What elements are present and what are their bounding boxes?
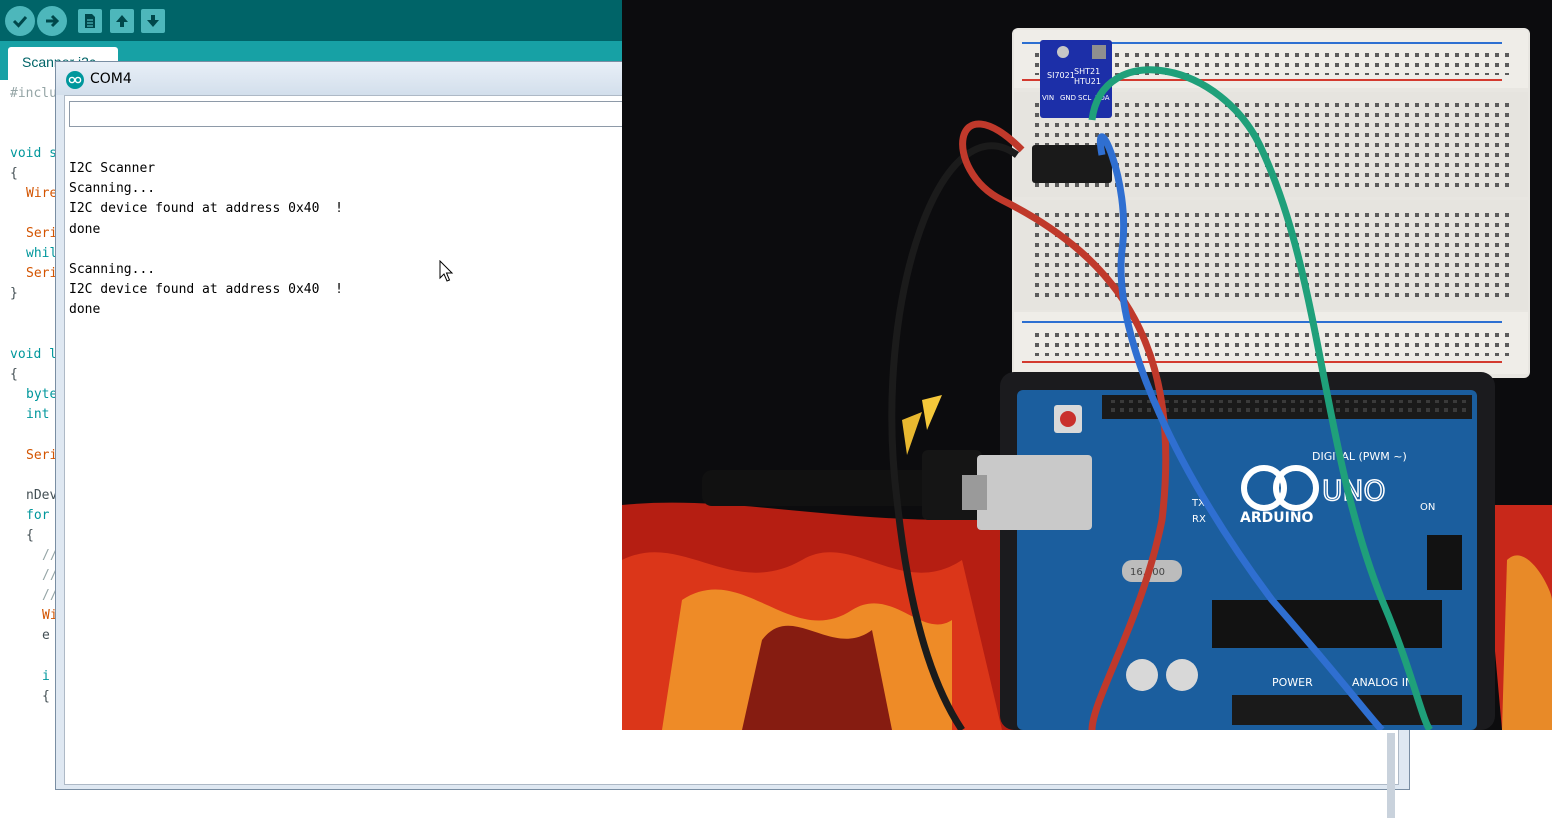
mouse-pointer-icon [439,260,454,282]
code-line: Wire [26,186,58,201]
pin-label: GND [1060,94,1076,102]
board-analog-label: ANALOG IN [1352,676,1413,689]
code-line: { [10,367,18,382]
right-arrow-icon [46,14,60,28]
document-icon [85,14,95,28]
board-power-label: POWER [1272,676,1313,689]
board-digital-label: DIGITAL (PWM ~) [1312,450,1407,463]
code-editor[interactable]: #inclu void s { Wire Seri whil Seri } vo… [0,80,60,790]
code-line: { [42,689,50,704]
code-line: } [10,286,18,301]
code-line: Seri [26,266,58,281]
code-line: int [26,407,50,422]
code-line: // [42,588,58,603]
serial-output: I2C Scanner Scanning... I2C device found… [69,159,343,321]
circuit-photo-illustration: SI7021 SHT21 HTU21 VIN GND SCL SDA DIGIT… [622,0,1552,730]
save-sketch-button[interactable] [141,9,165,33]
code-line: nDev [26,488,58,503]
code-line: Wi [42,608,58,623]
down-arrow-icon [147,15,159,27]
board-on-label: ON [1420,502,1435,513]
code-line: Seri [26,226,58,241]
sensor-label: HTU21 [1074,77,1101,86]
serial-output-line: I2C device found at address 0x40 ! [69,201,343,217]
code-line: { [26,528,34,543]
serial-output-line: I2C Scanner [69,161,156,176]
serial-monitor-title: COM4 [90,71,132,87]
serial-output-line: done [69,221,101,237]
pin-label: VIN [1042,94,1054,102]
code-line: for [26,508,50,523]
code-line: { [10,166,18,181]
new-sketch-button[interactable] [78,9,102,33]
verify-button[interactable] [5,6,35,36]
code-line: e [42,628,50,643]
serial-output-line: Scanning... [69,181,156,197]
code-line: i [42,669,50,684]
serial-scrollbar[interactable] [1387,733,1395,818]
sensor-label: SI7021 [1047,71,1075,80]
board-rx-label: RX [1192,514,1206,525]
code-line: void l [10,347,57,362]
up-arrow-icon [116,15,128,27]
code-line: #inclu [10,86,57,101]
serial-output-line [69,240,343,260]
sensor-label: SHT21 [1074,67,1100,76]
serial-output-line: Scanning... [69,261,156,277]
checkmark-icon [12,16,28,28]
serial-output-line: I2C device found at address 0x40 ! [69,282,343,298]
board-tx-label: TX [1191,498,1205,509]
code-line: whil [26,246,58,261]
pin-label: SCL [1078,94,1091,102]
upload-button[interactable] [37,6,67,36]
code-line: byte [26,387,58,402]
board-brand-label: ARDUINO [1240,510,1314,526]
arduino-logo-icon [66,71,84,89]
code-line: // [42,568,58,583]
open-sketch-button[interactable] [110,9,134,33]
code-line: Seri [26,448,58,463]
code-line: // [42,548,58,563]
code-line: void s [10,146,57,161]
serial-output-line: done [69,302,101,318]
arduino-circuit-photo: SI7021 SHT21 HTU21 VIN GND SCL SDA DIGIT… [622,0,1552,730]
